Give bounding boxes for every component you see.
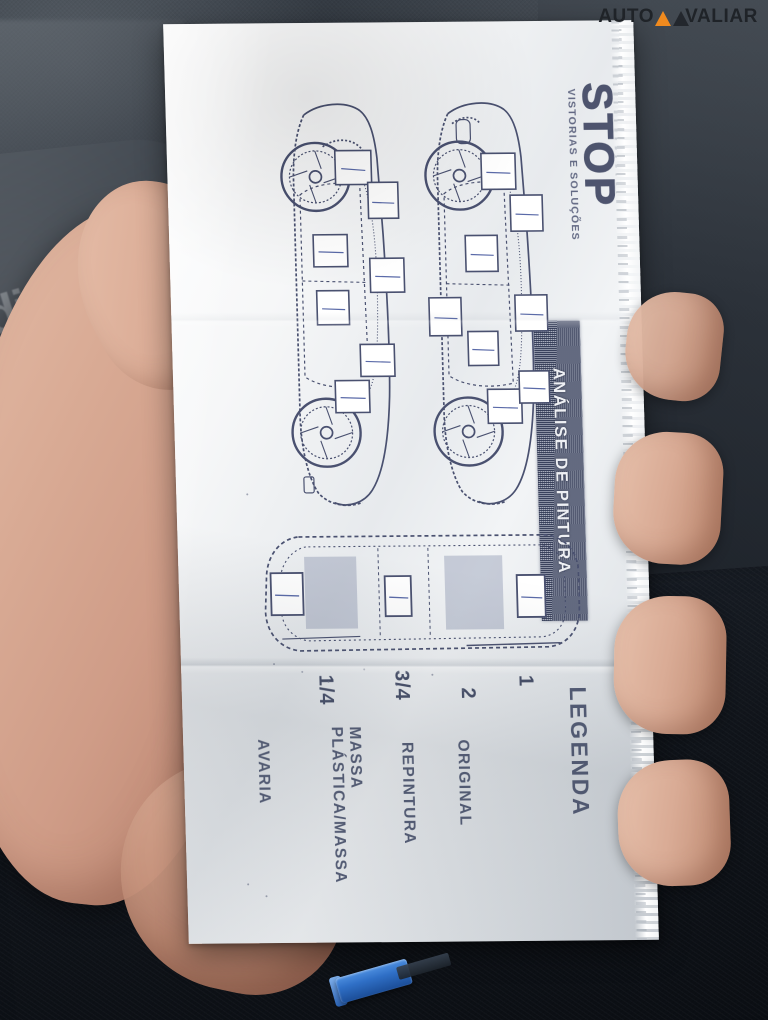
legend-row: 1 ORIGINAL [454, 674, 537, 827]
watermark-auto-avaliar: AUTO VALIAR [598, 6, 758, 28]
pen-clip [395, 952, 452, 980]
paper-fold-lower [163, 657, 659, 675]
legend-key: 1 [514, 674, 537, 688]
vehicle-side-view-left-diagram[interactable] [261, 84, 423, 515]
hand-finger-middle [610, 429, 726, 567]
watermark-triangle-orange-icon [655, 10, 672, 26]
vehicle-top-view-diagram[interactable] [257, 516, 591, 669]
legend-value: MASSA PLÁSTICA/MASSA [327, 726, 365, 885]
vehicle-side-view-right-diagram[interactable] [403, 83, 565, 514]
inspection-form-paper[interactable]: STOP VISTORIAS E SOLUÇÕES ANÁLISE DE PIN… [163, 20, 659, 944]
legend-row: 1/4 AVARIA [254, 674, 338, 805]
legend-key: 1/4 [314, 674, 338, 706]
legend-value: AVARIA [254, 739, 273, 805]
legend-row: 2 REPINTURA [398, 687, 480, 845]
legend-section: LEGENDA 1 ORIGINAL 2 REPINTURA 3/4 MASSA… [254, 660, 614, 923]
watermark-text-auto: AUTO [598, 6, 655, 27]
hand-finger-little [615, 758, 733, 888]
paper-fold-upper [163, 311, 659, 329]
watermark-text-valiar: VALIAR [685, 6, 758, 27]
legend-value: REPINTURA [398, 741, 419, 846]
watermark-triangle-dark-icon [673, 10, 690, 26]
legend-key: 2 [456, 687, 480, 700]
legend-row: 3/4 MASSA PLÁSTICA/MASSA [328, 669, 414, 884]
hand-finger-ring [612, 595, 728, 735]
legend-key: 3/4 [390, 669, 414, 701]
legend-value: ORIGINAL [454, 739, 474, 827]
legend-title: LEGENDA [564, 686, 595, 818]
